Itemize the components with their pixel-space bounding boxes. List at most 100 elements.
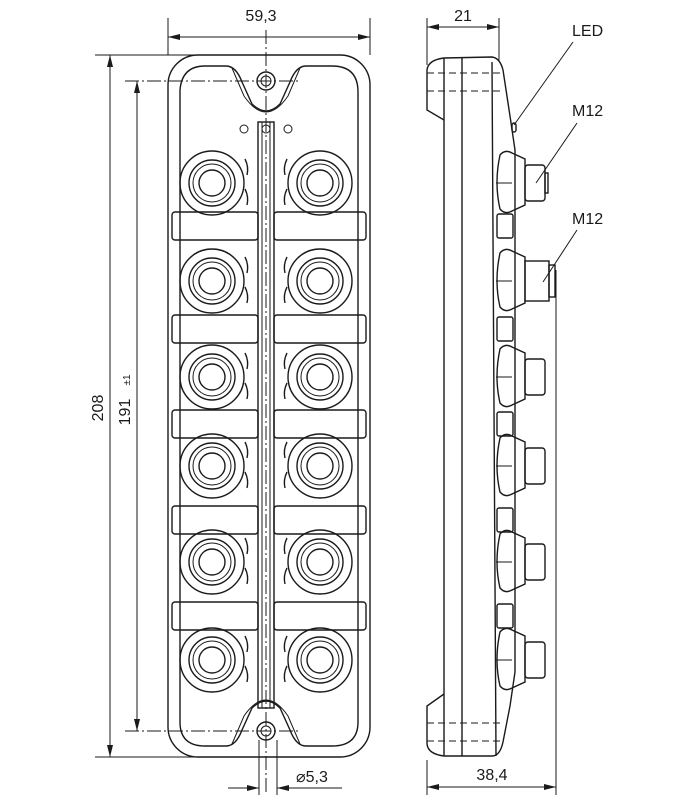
port-ring: [296, 538, 344, 586]
m12-socket-leader: [535, 122, 578, 184]
led-window-icon: [283, 441, 288, 459]
connector-collar: [496, 248, 526, 312]
diameter-label: ⌀5,3: [296, 769, 328, 786]
connector-collar: [496, 150, 526, 214]
led-window-icon: [244, 158, 249, 176]
label-rib-left: [171, 601, 259, 631]
side-rib: [496, 411, 514, 437]
led-window-icon: [244, 567, 249, 585]
led-window-icon: [244, 188, 249, 206]
led-callout: LED: [572, 23, 603, 40]
socket-body: [524, 358, 546, 396]
side-bottom-flange: [426, 693, 445, 757]
top-mounting-recess: [231, 67, 301, 113]
port-ring: [188, 538, 236, 586]
side-line: [491, 61, 497, 757]
port-outer-ring: [179, 150, 245, 216]
port-ring: [188, 353, 236, 401]
port-ring: [192, 446, 232, 486]
socket-body: [524, 543, 546, 581]
side-led-icon: [511, 122, 517, 133]
port-socket: [306, 452, 334, 480]
label-rib-right: [273, 409, 367, 439]
port-outer-ring: [287, 150, 353, 216]
m12-plug-connector: [496, 248, 556, 312]
port-ring: [188, 159, 236, 207]
led-window-icon: [244, 382, 249, 400]
port-ring: [296, 353, 344, 401]
port-outer-ring: [287, 529, 353, 595]
led-window-icon: [244, 352, 249, 370]
m12-port-icon: [283, 344, 353, 410]
side-top-flange: [426, 57, 445, 121]
led-window-icon: [283, 188, 288, 206]
m12-port-icon: [283, 627, 353, 693]
connector-collar: [496, 627, 526, 691]
port-ring: [300, 446, 340, 486]
led-window-icon: [283, 256, 288, 274]
led-window-icon: [244, 286, 249, 304]
m12-port-icon: [179, 248, 249, 314]
port-outer-ring: [179, 529, 245, 595]
label-rib-left: [171, 505, 259, 535]
socket-body: [524, 447, 546, 485]
port-outer-ring: [179, 627, 245, 693]
plug-tip: [548, 264, 556, 298]
port-outer-ring: [179, 344, 245, 410]
port-ring: [192, 261, 232, 301]
led-window-icon: [244, 256, 249, 274]
width-label: 59,3: [245, 8, 276, 25]
side-view: [426, 56, 556, 757]
led-window-icon: [283, 567, 288, 585]
m12-port-icon: [283, 248, 353, 314]
port-outer-ring: [179, 433, 245, 499]
led-window-icon: [283, 537, 288, 555]
port-socket: [306, 646, 334, 674]
port-outer-ring: [287, 433, 353, 499]
m12-plug-callout: M12: [572, 211, 603, 228]
front-dimensions: 59,3 208 191 ±1 ⌀5,3: [90, 8, 371, 795]
led-window-icon: [283, 382, 288, 400]
m12-plug-leader: [542, 229, 578, 283]
label-rib-right: [273, 601, 367, 631]
port-socket: [198, 452, 226, 480]
label-rib-left: [171, 409, 259, 439]
plug-body: [524, 260, 550, 302]
connector-collar: [496, 433, 526, 497]
port-socket: [306, 169, 334, 197]
m12-port-icon: [179, 627, 249, 693]
side-dimensions: 21 38,4 LED M12 M12: [426, 8, 603, 795]
port-ring: [300, 261, 340, 301]
port-ring: [188, 257, 236, 305]
label-rib-right: [273, 314, 367, 344]
m12-port-icon: [179, 433, 249, 499]
front-view: [125, 30, 371, 795]
port-ring: [300, 542, 340, 582]
port-socket: [306, 363, 334, 391]
port-ring: [192, 640, 232, 680]
m12-port-icon: [179, 529, 249, 595]
height-label: 208: [90, 395, 107, 422]
led-window-icon: [283, 158, 288, 176]
led-leader: [513, 41, 574, 126]
led-window-icon: [244, 635, 249, 653]
led-window-icon: [283, 352, 288, 370]
port-socket: [198, 363, 226, 391]
port-ring: [188, 636, 236, 684]
port-socket: [198, 548, 226, 576]
led-window-icon: [283, 635, 288, 653]
port-outer-ring: [287, 627, 353, 693]
port-socket: [198, 267, 226, 295]
m12-port-icon: [179, 344, 249, 410]
port-ring: [300, 640, 340, 680]
side-rib: [496, 213, 514, 239]
m12-socket-callout: M12: [572, 103, 603, 120]
led-window-icon: [244, 471, 249, 489]
led-window-icon: [244, 537, 249, 555]
m12-socket-connector: [496, 627, 546, 691]
label-rib-right: [273, 211, 367, 241]
port-outer-ring: [179, 248, 245, 314]
depth-label: 21: [454, 8, 472, 25]
port-ring: [296, 442, 344, 490]
